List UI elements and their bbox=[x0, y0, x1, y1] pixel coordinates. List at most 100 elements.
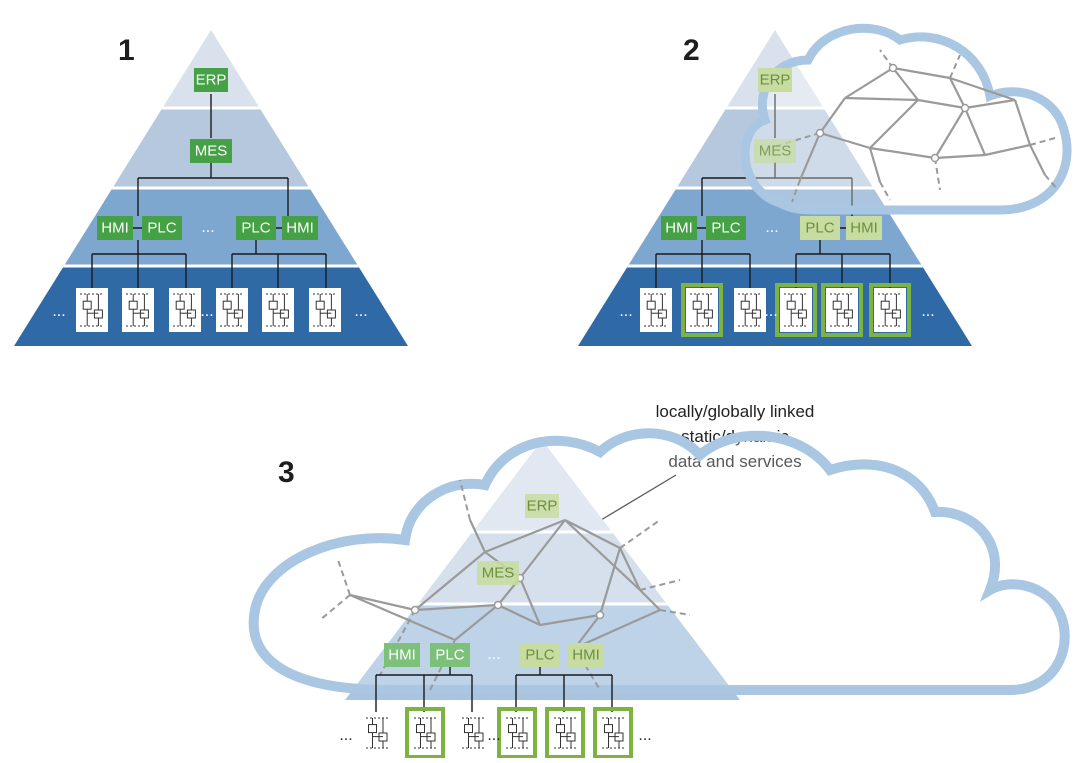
field-devices: ......... bbox=[52, 288, 368, 332]
device-ellipsis: ... bbox=[487, 727, 500, 744]
field-devices: ......... bbox=[619, 283, 935, 337]
plc-label-right: PLC bbox=[241, 220, 270, 237]
network-link bbox=[349, 593, 416, 612]
network-link bbox=[639, 589, 661, 611]
plc-box-right bbox=[236, 216, 276, 240]
network-link bbox=[619, 547, 641, 591]
network-link-open bbox=[574, 647, 601, 691]
network-link bbox=[844, 96, 919, 102]
field-device bbox=[734, 288, 766, 332]
hmi-label-left: HMI bbox=[388, 647, 416, 664]
panel-number: 3 bbox=[278, 456, 295, 489]
network-link-open bbox=[949, 54, 961, 79]
control-ellipsis: ... bbox=[201, 219, 214, 236]
network-link bbox=[892, 66, 951, 80]
network-link bbox=[819, 131, 871, 150]
hmi-box-left bbox=[97, 216, 133, 240]
network-node bbox=[960, 103, 970, 113]
hmi-box-right bbox=[568, 643, 604, 667]
network-link bbox=[454, 604, 499, 641]
network-link bbox=[598, 547, 622, 616]
panel-number: 2 bbox=[683, 34, 700, 67]
plc-label-left: PLC bbox=[711, 220, 740, 237]
network-link bbox=[1029, 144, 1046, 176]
network-node bbox=[410, 605, 420, 615]
field-device bbox=[821, 283, 863, 337]
hmi-label-right: HMI bbox=[286, 220, 314, 237]
network-link-open bbox=[934, 157, 941, 191]
erp-box bbox=[525, 494, 559, 518]
field-device bbox=[76, 288, 108, 332]
network-node bbox=[888, 63, 898, 73]
network-link bbox=[519, 519, 566, 579]
network-link-open bbox=[1029, 137, 1056, 146]
hmi-label-right: HMI bbox=[850, 220, 878, 237]
mes-box bbox=[754, 139, 796, 163]
device-ellipsis: ... bbox=[921, 303, 934, 320]
panel-3: 3 locally/globally linked static/dynamic… bbox=[248, 402, 1070, 759]
device-ellipsis: ... bbox=[764, 303, 777, 320]
erp-label: ERP bbox=[527, 498, 558, 515]
network-link-open bbox=[659, 609, 691, 616]
network-link bbox=[484, 518, 566, 554]
field-device bbox=[775, 283, 817, 337]
network-link-open bbox=[791, 179, 801, 203]
plc-box-right bbox=[800, 216, 840, 240]
network-link bbox=[349, 593, 456, 642]
erp-box bbox=[194, 68, 228, 92]
field-device bbox=[169, 288, 201, 332]
field-device bbox=[122, 288, 154, 332]
mes-box bbox=[190, 139, 232, 163]
plc-label-left: PLC bbox=[435, 647, 464, 664]
plc-box-left bbox=[142, 216, 182, 240]
network-link bbox=[798, 132, 822, 181]
network-link bbox=[984, 143, 1031, 157]
network-link-open bbox=[775, 132, 821, 147]
device-ellipsis: ... bbox=[354, 303, 367, 320]
device-ellipsis: ... bbox=[638, 727, 651, 744]
mes-label: MES bbox=[195, 143, 228, 160]
field-device bbox=[309, 288, 341, 332]
network-link bbox=[539, 613, 601, 627]
network-link bbox=[414, 603, 499, 612]
hmi-box-left bbox=[661, 216, 697, 240]
erp-label: ERP bbox=[196, 72, 227, 89]
network-link bbox=[414, 551, 486, 611]
network-link-open bbox=[1044, 174, 1059, 191]
network-link-open bbox=[459, 479, 471, 521]
network-link bbox=[949, 76, 1016, 102]
plc-label-left: PLC bbox=[147, 220, 176, 237]
field-device bbox=[216, 288, 248, 332]
field-device bbox=[545, 707, 585, 759]
erp-label: ERP bbox=[760, 72, 791, 89]
network-node bbox=[815, 128, 825, 138]
network-link bbox=[1013, 99, 1032, 146]
device-ellipsis: ... bbox=[619, 303, 632, 320]
network-link bbox=[497, 604, 541, 626]
field-device bbox=[458, 712, 488, 754]
plc-label-right: PLC bbox=[805, 220, 834, 237]
device-ellipsis: ... bbox=[200, 303, 213, 320]
network-link bbox=[564, 519, 621, 549]
network-link bbox=[574, 608, 661, 650]
field-device bbox=[593, 707, 633, 759]
network-link bbox=[934, 153, 986, 160]
cloud-outline bbox=[248, 428, 1070, 695]
network-link bbox=[469, 519, 486, 553]
device-ellipsis: ... bbox=[52, 303, 65, 320]
network-node bbox=[595, 610, 605, 620]
mes-box bbox=[477, 561, 519, 585]
network-link bbox=[518, 577, 542, 626]
field-device bbox=[640, 288, 672, 332]
network-link-open bbox=[337, 559, 351, 596]
hierarchy-lines bbox=[375, 667, 613, 712]
network-link bbox=[564, 519, 641, 591]
network-link bbox=[574, 614, 601, 649]
field-device bbox=[405, 707, 445, 759]
hmi-box-right bbox=[282, 216, 318, 240]
field-device bbox=[497, 707, 537, 759]
network-link bbox=[963, 107, 987, 156]
field-device bbox=[869, 283, 911, 337]
network-link bbox=[869, 146, 936, 160]
